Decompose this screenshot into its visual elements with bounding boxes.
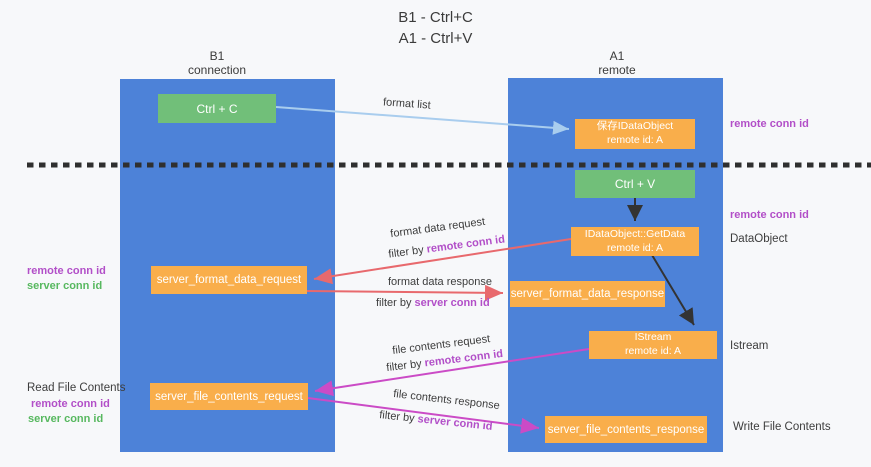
side-label-remote-conn-id-left-1: remote conn id [27,265,106,277]
filter-by-text: filter by [378,409,419,426]
clipboard-dataobject-box: 保存IDataObject remote id: A [575,119,695,149]
filter-by-text: filter by [385,357,426,375]
ctrl-c-label: Ctrl + C [196,101,238,116]
label-file-contents-response: file contents response [392,387,501,413]
server-format-data-response-label: server_format_data_response [510,288,665,300]
label-filter-by-server-conn-id-1: filter by server conn id [376,297,490,309]
column-b1-role: connection [187,63,247,78]
side-label-server-conn-id-left-1: server conn id [27,280,103,292]
remote-conn-id-text: remote conn id [425,233,506,256]
side-label-server-conn-id-left-2: server conn id [28,413,104,425]
istream-line2: remote id: A [624,345,682,357]
diagram-title: B1 - Ctrl+C A1 - Ctrl+V [0,7,871,49]
ctrl-v-box: Ctrl + V [575,170,695,198]
ctrl-c-box: Ctrl + C [158,94,276,123]
server-file-contents-request-label: server_file_contents_request [155,390,303,403]
getdata-line2: remote id: A [606,241,664,254]
filter-by-text: filter by [387,243,428,261]
getdata-line1: IDataObject::GetData [584,227,686,240]
column-b1-name: B1 [209,49,225,63]
side-label-read-file-contents: Read File Contents [27,382,126,394]
istream-line1: IStream [634,331,672,344]
arrow-format-data-response [306,284,504,301]
filter-by-text: filter by [376,297,415,309]
server-format-data-response-box: server_format_data_response [510,281,665,307]
server-file-contents-response-label: server_file_contents_response [547,423,705,436]
label-format-data-response: format data response [388,276,492,288]
label-filter-by-server-conn-id-2: filter by server conn id [379,409,493,433]
side-label-remote-conn-id-left-2: remote conn id [31,398,110,410]
column-header-b1: B1 connection [157,49,277,78]
label-format-data-request: format data request [389,215,486,241]
getdata-box: IDataObject::GetData remote id: A [571,227,699,256]
server-format-data-request-label: server_format_data_request [156,274,302,286]
server-format-data-request-box: server_format_data_request [151,266,307,294]
clipboard-dataobject-line1: 保存IDataObject [596,120,674,133]
server-conn-id-text: server conn id [414,297,490,309]
clipboard-dataobject-line2: remote id: A [606,134,664,146]
label-format-list: format list [382,96,432,112]
column-a1-role: remote [598,63,636,78]
side-label-dataobject: DataObject [730,233,788,245]
column-header-a1: A1 remote [557,49,677,78]
ctrl-v-label: Ctrl + V [614,177,656,191]
side-label-write-file-contents: Write File Contents [733,421,831,433]
side-label-remote-conn-id-mid: remote conn id [730,209,809,221]
server-file-contents-response-box: server_file_contents_response [545,416,707,443]
title-line-2: A1 - Ctrl+V [398,30,473,47]
side-label-remote-conn-id-top: remote conn id [730,118,809,130]
column-a1-name: A1 [609,49,625,63]
title-line-1: B1 - Ctrl+C [398,9,473,26]
istream-box: IStream remote id: A [589,331,717,359]
server-conn-id-text: server conn id [416,413,494,433]
side-label-istream: Istream [730,340,769,352]
server-file-contents-request-box: server_file_contents_request [150,383,308,410]
